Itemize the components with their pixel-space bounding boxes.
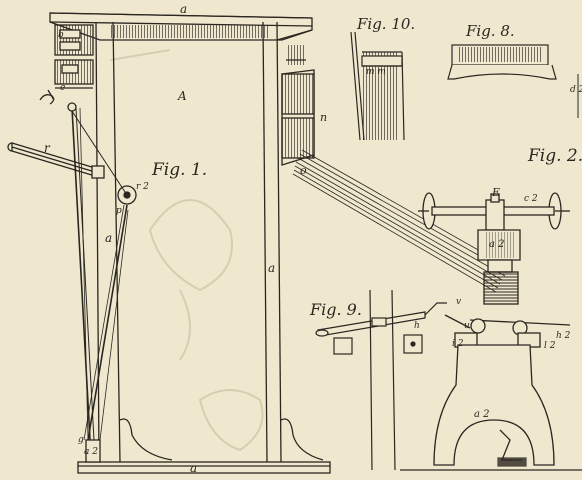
label-m-fig10: m m	[366, 67, 386, 77]
label-a-right-post: a	[268, 261, 276, 275]
fig2-title: Fig. 2.	[528, 146, 582, 166]
label-a2-left-foot: a 2	[84, 447, 98, 457]
label-A: A	[178, 89, 187, 103]
fig10-title: Fig. 10.	[357, 15, 416, 33]
label-e: e	[60, 83, 66, 93]
label-r: r	[44, 141, 50, 155]
label-i2: i 2	[452, 339, 464, 349]
label-l2: l 2	[544, 341, 556, 351]
fig8-comb	[447, 44, 557, 80]
label-o: o	[300, 164, 307, 177]
label-a-bottom: a	[190, 461, 198, 475]
label-a-top: a	[180, 2, 188, 16]
label-h2: h 2	[556, 331, 571, 341]
label-p: p	[116, 206, 122, 216]
label-u: u	[464, 321, 470, 331]
fig1-title: Fig. 1.	[152, 160, 208, 180]
label-a2-fig2-base: a 2	[474, 409, 490, 420]
label-a-left-post: a	[105, 231, 113, 245]
fig10-drawing	[350, 31, 405, 141]
fig2-mechanism	[400, 192, 582, 471]
fig1-loom-frame	[7, 12, 511, 474]
label-b: b	[58, 30, 64, 40]
label-E: E	[492, 186, 501, 199]
label-r2: r 2	[136, 182, 149, 192]
label-d2: d 2	[570, 85, 582, 95]
label-c2: c 2	[524, 194, 538, 204]
label-a2-fig2-block: a 2	[489, 239, 505, 250]
show-through-ghost	[109, 49, 264, 452]
fig8-title: Fig. 8.	[466, 22, 515, 40]
label-v: v	[456, 297, 462, 307]
fig9-title: Fig. 9.	[310, 300, 362, 319]
label-n: n	[320, 111, 328, 124]
label-g: g	[78, 435, 84, 445]
label-h: h	[414, 321, 420, 331]
fig9-lever	[315, 289, 447, 471]
